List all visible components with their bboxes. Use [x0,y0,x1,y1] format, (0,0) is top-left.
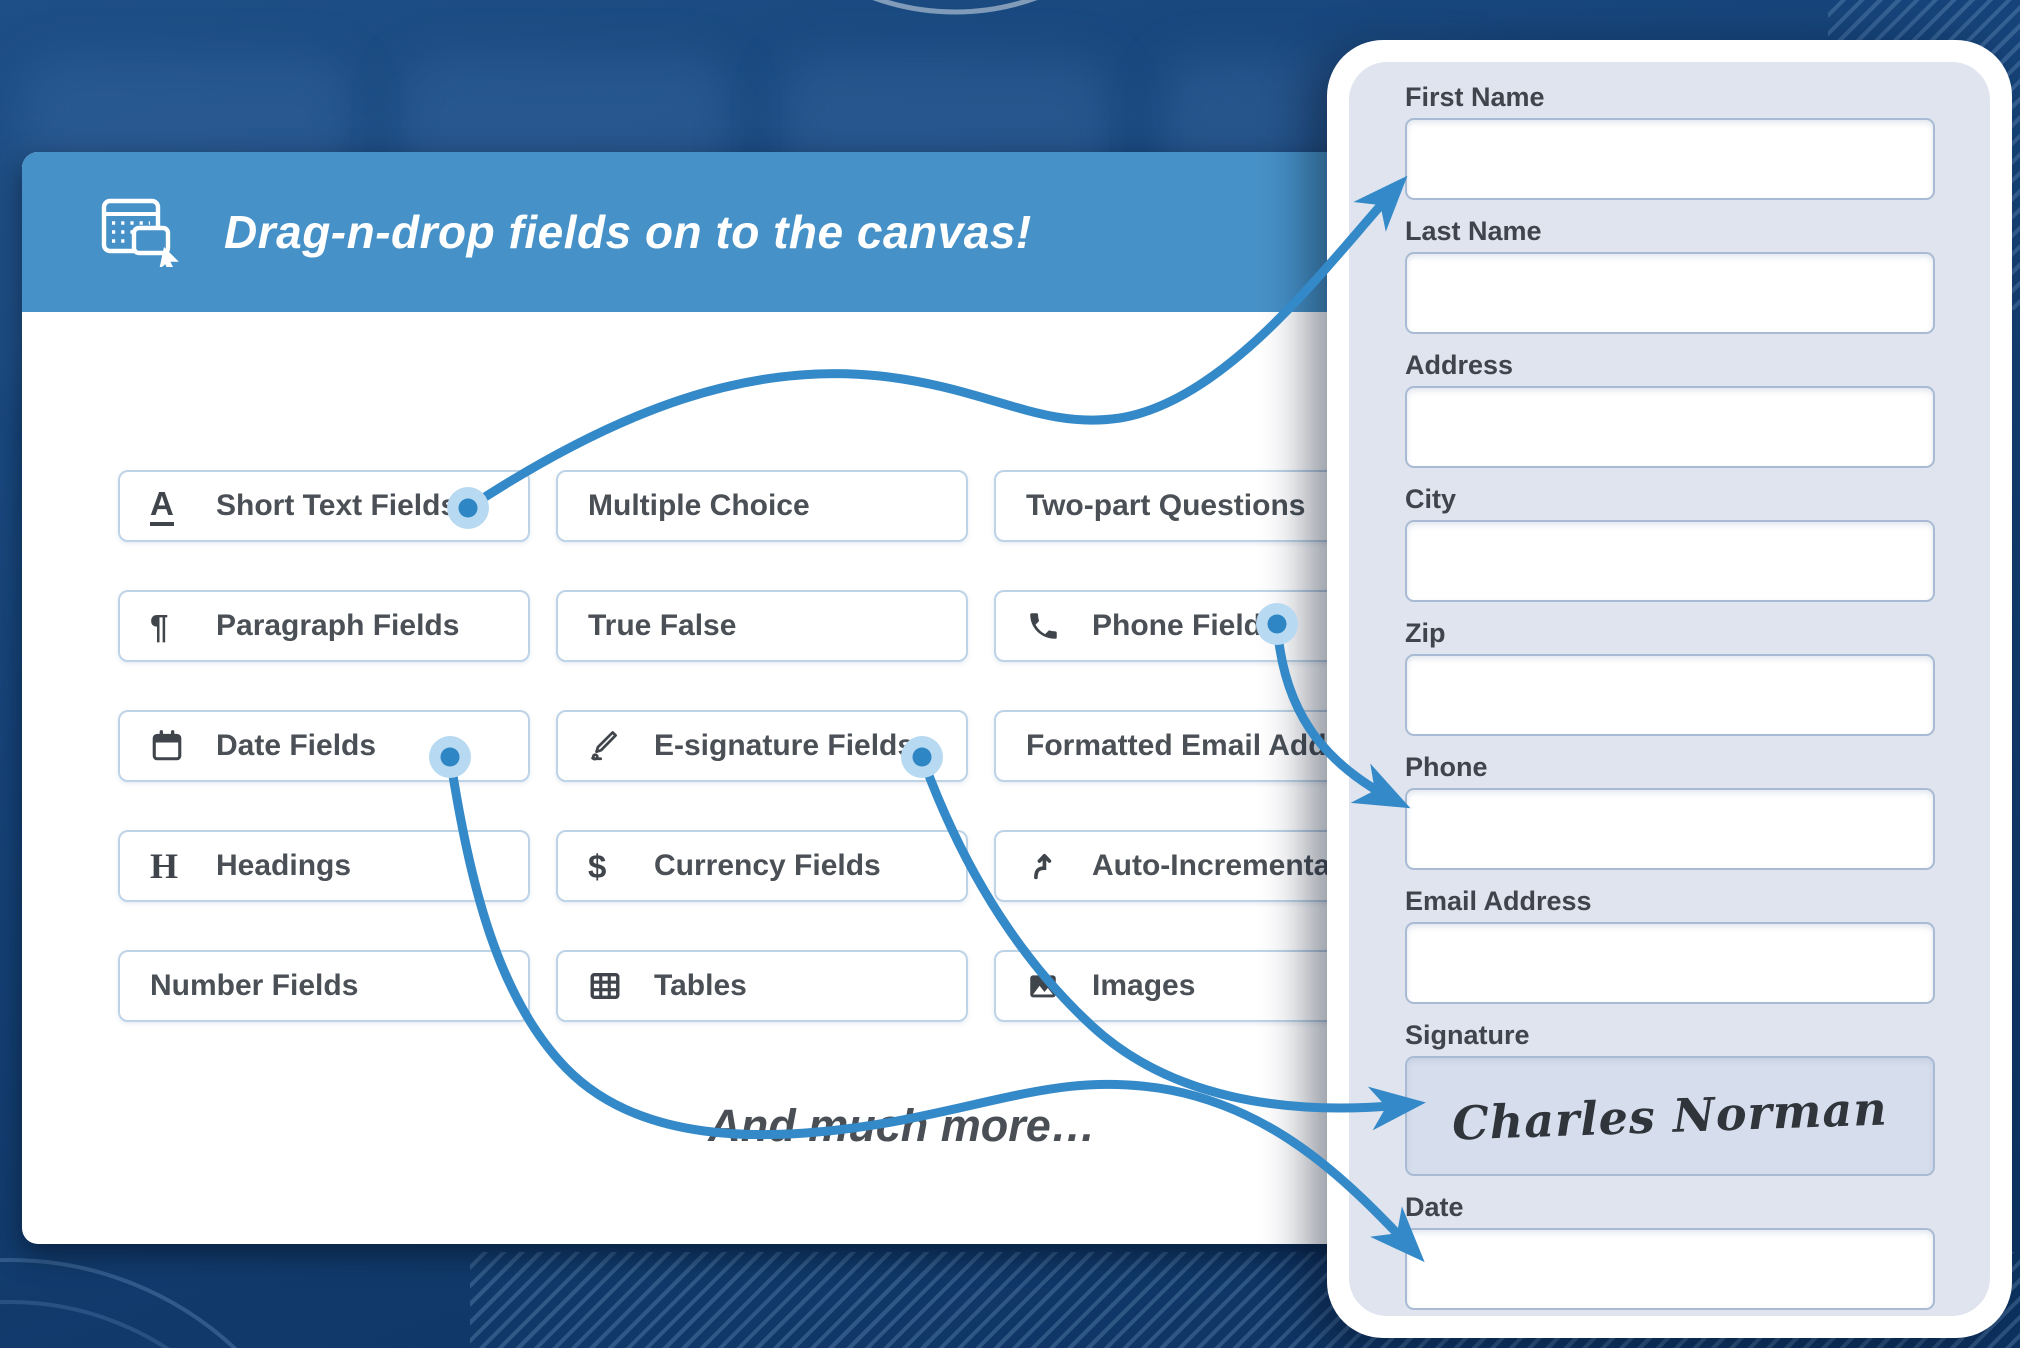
palette-button-tables[interactable]: Tables [556,950,968,1022]
heading-icon: H [150,846,179,886]
city-input[interactable] [1405,520,1935,602]
field-label: Phone [1405,752,1488,782]
palette-button-paragraph-fields[interactable]: ¶ Paragraph Fields [118,590,530,662]
field-label: Signature [1405,1020,1530,1050]
paragraph-icon: ¶ [150,607,169,645]
field-label: City [1405,484,1457,514]
last-name-input[interactable] [1405,252,1935,334]
palette-button-phone-fields[interactable]: Phone Fields [994,590,1360,662]
first-name-input[interactable] [1405,118,1935,200]
palette-button-label: True False [588,609,737,642]
field-label: Email Address [1405,886,1592,916]
palette-button-multiple-choice[interactable]: Multiple Choice [556,470,968,542]
palette-button-label: Phone Fields [1092,609,1279,642]
email-address-input[interactable] [1405,922,1935,1004]
palette-button-label: Auto-Incremental Fields [1092,849,1360,882]
palette-button-label: Currency Fields [654,849,881,882]
form-field-zip: Zip [1405,618,1935,736]
signature-input[interactable]: Charles Norman [1405,1056,1935,1176]
signature-value: Charles Norman [1451,1081,1889,1151]
address-input[interactable] [1405,386,1935,468]
palette-button-images[interactable]: Images [994,950,1360,1022]
palette-button-label: Paragraph Fields [216,609,460,642]
palette-button-headings[interactable]: H Headings [118,830,530,902]
form-field-first-name: First Name [1405,82,1935,200]
palette-button-label: Date Fields [216,729,377,762]
field-palette-card: Drag-n-drop fields on to the canvas! A Sh… [22,152,1360,1244]
palette-button-true-false[interactable]: True False [556,590,968,662]
phone-icon [1026,609,1070,643]
field-label: Address [1405,350,1514,380]
palette-grid: A Short Text Fields Multiple Choice Two-par… [118,470,1360,1022]
form-field-address: Address [1405,350,1935,468]
palette-button-e-signature-fields[interactable]: E-signature Fields [556,710,968,782]
palette-button-label: Number Fields [150,969,359,1002]
palette-header-bar: Drag-n-drop fields on to the canvas! [22,152,1360,312]
drag-drop-form-icon [100,197,186,273]
palette-footer-text: And much more… [708,1100,1096,1151]
dollar-icon: $ [588,847,607,885]
zip-input[interactable] [1405,654,1935,736]
palette-button-number-fields[interactable]: Number Fields [118,950,530,1022]
palette-title: Drag-n-drop fields on to the canvas! [224,206,1032,258]
palette-button-currency-fields[interactable]: $ Currency Fields [556,830,968,902]
form-field-last-name: Last Name [1405,216,1935,334]
pen-icon [588,729,632,763]
field-label: Last Name [1405,216,1542,246]
palette-button-date-fields[interactable]: Date Fields [118,710,530,782]
field-label: Date [1405,1192,1464,1222]
short-text-icon: A [150,487,194,526]
phone-input[interactable] [1405,788,1935,870]
palette-button-label: Multiple Choice [588,489,810,522]
palette-button-label: E-signature Fields [654,729,915,762]
palette-button-two-part-questions[interactable]: Two-part Questions [994,470,1360,542]
palette-button-label: Formatted Email Addresses [1026,729,1360,762]
form-field-phone: Phone [1405,752,1935,870]
palette-button-short-text-fields[interactable]: A Short Text Fields [118,470,530,542]
palette-button-label: Short Text Fields [216,489,458,522]
calendar-icon [150,729,194,763]
date-input[interactable] [1405,1228,1935,1310]
palette-button-auto-incremental-fields[interactable]: Auto-Incremental Fields [994,830,1360,902]
field-label: Zip [1405,618,1446,648]
form-field-email-address: Email Address [1405,886,1935,1004]
palette-button-label: Images [1092,969,1196,1002]
palette-button-label: Two-part Questions [1026,489,1306,522]
table-icon [588,969,632,1003]
palette-button-formatted-email-addresses[interactable]: Formatted Email Addresses [994,710,1360,782]
image-icon [1026,969,1070,1003]
palette-button-label: Tables [654,969,747,1002]
palette-button-label: Headings [216,849,352,882]
field-label: First Name [1405,82,1545,112]
form-field-city: City [1405,484,1935,602]
form-field-date: Date [1405,1192,1935,1310]
arrow-bend-up-icon [1026,849,1070,883]
